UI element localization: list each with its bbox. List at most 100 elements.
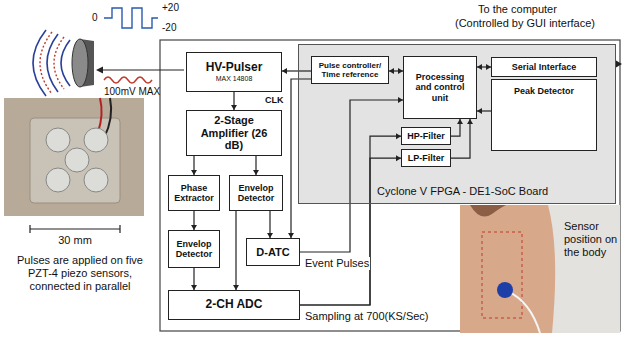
sensor-cable	[505, 290, 540, 333]
arrowhead	[389, 68, 394, 74]
drive-wire	[102, 69, 184, 70]
piezo-disc	[84, 168, 108, 192]
echo-front	[54, 37, 64, 89]
block-label: Serial Interface	[512, 62, 577, 72]
process-box: Envelop Detector	[168, 230, 220, 268]
block-label: 2-Stage Amplifier (26 dB)	[190, 114, 278, 152]
sensor-on-body	[497, 282, 513, 298]
annotation-label: +20	[162, 2, 179, 14]
pulse-waveform	[104, 8, 158, 28]
piezo-disc	[65, 148, 89, 172]
arrowhead	[467, 119, 473, 124]
signal-connector	[300, 133, 401, 305]
annotation-label: To the computer	[478, 3, 557, 16]
annotation-label: 0	[92, 12, 98, 24]
transducer-face	[72, 39, 88, 87]
signal-connector	[233, 211, 239, 290]
armpit	[470, 205, 506, 217]
signal-label: Sampling at 700(KS/Sec)	[304, 310, 430, 323]
fpga-board: Cyclone V FPGA - DE1-SoC Board Pulse cont…	[298, 44, 616, 204]
amplifier-block: 2-Stage Amplifier (26 dB)	[186, 110, 282, 156]
transducer-symbol	[72, 39, 94, 87]
signal-connector	[253, 156, 259, 175]
signal-connector	[282, 68, 311, 74]
echo-waveform	[104, 77, 152, 83]
signal-connector	[477, 64, 491, 70]
sensor-wire	[98, 98, 102, 132]
signal-connector	[451, 119, 463, 136]
piezo-disc	[84, 128, 108, 152]
photo-ground	[4, 98, 144, 216]
signal-connector	[191, 156, 197, 175]
board-ground	[298, 44, 616, 204]
torso	[460, 205, 555, 333]
block-label: Cyclone V FPGA - DE1-SoC Board	[377, 185, 548, 198]
signal-connector	[267, 211, 273, 238]
block-label: Envelop Detector	[172, 239, 216, 260]
piezo-disc	[46, 128, 70, 152]
ultrasound-waves	[33, 30, 70, 96]
scale-line	[30, 228, 120, 229]
arrowhead	[477, 64, 482, 70]
filter-box: LP-Filter	[401, 149, 451, 167]
block-label: Processing and control unit	[407, 72, 473, 103]
echo-front	[40, 32, 52, 94]
wave-front	[47, 34, 58, 92]
arrowhead	[457, 119, 463, 124]
drive-arrowhead	[96, 67, 103, 74]
signal-line	[451, 119, 470, 158]
arrowhead	[282, 68, 287, 74]
process-box: Peak Detector	[491, 79, 597, 151]
block-label: HP-Filter	[407, 131, 445, 141]
process-box: Envelop Detector	[229, 175, 283, 211]
pulser-block: HV-PulserMAX 14808	[186, 52, 282, 92]
arrowhead	[477, 108, 482, 114]
annotation-label: Sensor position on the body	[564, 220, 622, 260]
signal-line	[235, 211, 236, 290]
block-label: D-ATC	[256, 246, 289, 259]
signal-connector	[451, 119, 473, 158]
signal-connector	[191, 211, 197, 230]
process-box: Phase Extractor	[168, 175, 220, 211]
signal-connector	[300, 155, 401, 305]
annotation-label: 30 mm	[58, 234, 92, 247]
signal-connector	[191, 268, 197, 290]
part-number: MAX 14808	[216, 75, 253, 83]
scale-bar	[30, 225, 120, 233]
block-label: Pulse controller/ Time reference	[315, 61, 385, 79]
adc-block: 2-CH ADC	[168, 290, 300, 320]
sensor-photo	[4, 98, 144, 216]
block-label: Envelop Detector	[233, 183, 279, 204]
signal-line	[300, 100, 403, 252]
signal-connector	[477, 108, 491, 114]
annotation-label: -20	[162, 22, 176, 34]
filter-box: HP-Filter	[401, 127, 451, 145]
process-box: D-ATC	[246, 238, 300, 266]
signal-line	[300, 158, 401, 305]
block-label: HV-Pulser	[206, 61, 263, 75]
process-box: Pulse controller/ Time reference	[311, 56, 389, 84]
scale-tick	[119, 225, 120, 233]
scale-tick	[29, 225, 30, 233]
block-label: LP-Filter	[408, 153, 445, 163]
signal-connector	[300, 97, 403, 252]
block-label: 2-CH ADC	[206, 298, 263, 312]
annotation-label: (Controlled by GUI interface)	[455, 17, 595, 30]
signal-connector	[231, 92, 237, 110]
signal-label: Event Pulses	[304, 257, 370, 270]
sensor-region	[482, 232, 522, 318]
block-label: Peak Detector	[514, 86, 574, 96]
signal-line	[300, 136, 401, 305]
signal-connector	[288, 79, 311, 238]
signal-connector	[389, 68, 403, 74]
piezo-disc	[46, 168, 70, 192]
wave-front	[61, 40, 70, 86]
annotation-label: 100mV MAX	[104, 86, 160, 98]
block-label: Phase Extractor	[172, 183, 216, 204]
interface-box: Serial Interface	[491, 57, 597, 77]
signal-label: CLK	[264, 95, 285, 105]
annotation-label: Pulses are applied on five PZT-4 piezo s…	[4, 254, 156, 294]
signal-line	[291, 79, 311, 238]
process-box: Processing and control unit	[403, 56, 477, 119]
